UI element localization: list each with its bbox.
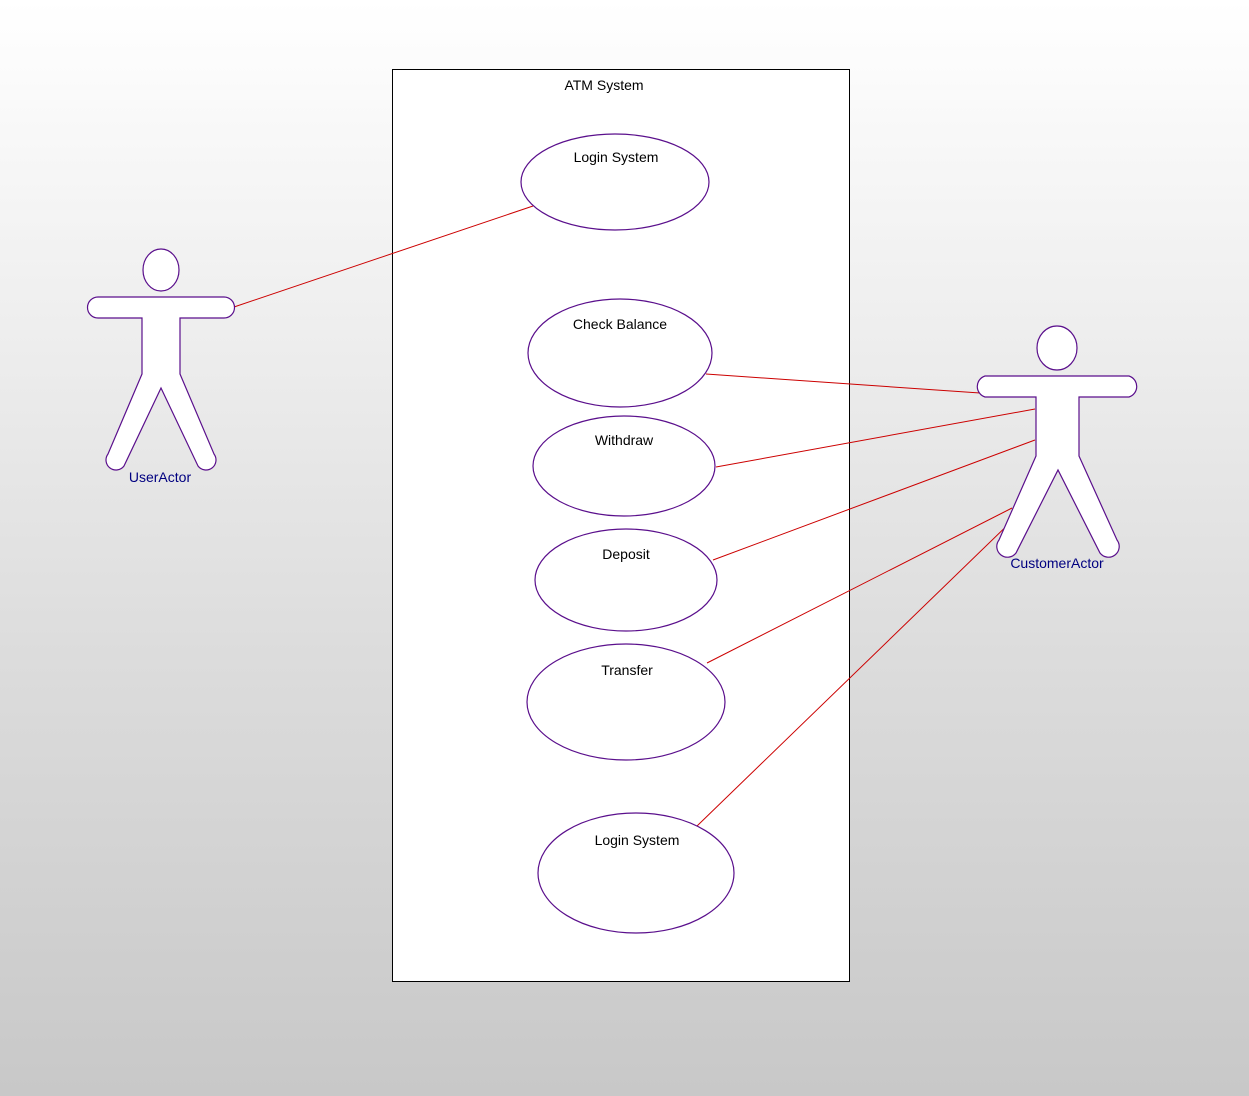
system-title: ATM System: [564, 77, 643, 93]
use-case-ellipse: [527, 298, 713, 408]
use-case-label: Check Balance: [573, 316, 667, 332]
association-customer-deposit: [712, 439, 1036, 561]
use-case-ellipse: [526, 643, 726, 761]
actor-label: CustomerActor: [1010, 555, 1104, 571]
use-case-login-system-bottom[interactable]: Login System: [537, 812, 735, 934]
association-customer-withdraw: [715, 408, 1036, 468]
association-useractor-login: [233, 205, 534, 308]
actor-body: [976, 375, 1138, 558]
actor-body: [86, 296, 236, 471]
use-case-label: Login System: [574, 149, 659, 165]
actor-customeractor[interactable]: CustomerActor: [976, 325, 1138, 571]
use-case-ellipse: [520, 133, 710, 231]
use-case-deposit[interactable]: Deposit: [534, 528, 718, 632]
use-case-ellipse: [532, 415, 716, 517]
use-case-check-balance[interactable]: Check Balance: [527, 298, 713, 408]
association-customer-check-balance: [705, 373, 981, 394]
use-case-ellipse: [537, 812, 735, 934]
use-case-login-system-top[interactable]: Login System: [520, 133, 710, 231]
use-case-withdraw[interactable]: Withdraw: [532, 415, 716, 517]
actor-head: [142, 248, 180, 292]
use-case-ellipse: [534, 528, 718, 632]
association-customer-login: [696, 514, 1019, 827]
use-case-label: Login System: [595, 832, 680, 848]
use-case-label: Transfer: [601, 662, 653, 678]
use-case-label: Withdraw: [595, 432, 654, 448]
actor-head: [1036, 325, 1078, 371]
actor-useractor[interactable]: UserActor: [86, 248, 236, 485]
actor-label: UserActor: [129, 469, 192, 485]
use-case-transfer[interactable]: Transfer: [526, 643, 726, 761]
association-customer-transfer: [706, 507, 1013, 664]
use-case-label: Deposit: [602, 546, 650, 562]
